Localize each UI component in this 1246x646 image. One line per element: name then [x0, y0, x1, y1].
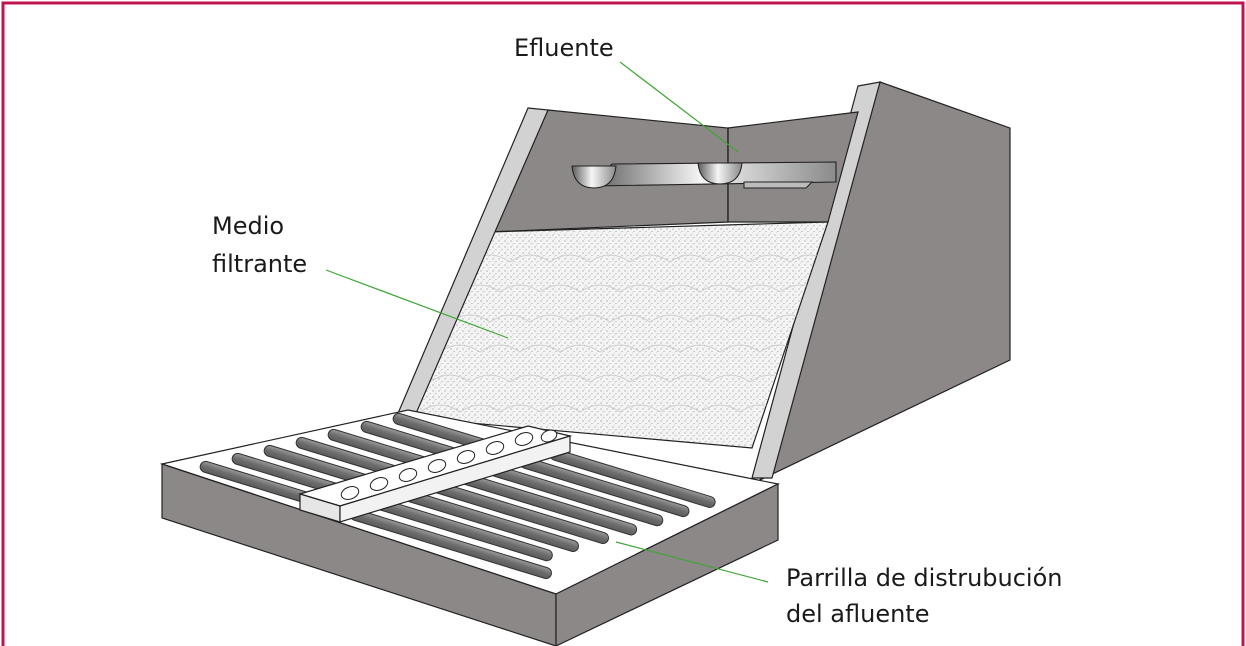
base-right — [555, 483, 779, 646]
effluent-trough-left — [571, 165, 617, 189]
grid-leader — [615, 541, 769, 583]
effluent-label: Efluente — [514, 34, 614, 62]
grid-label-line1: Parrilla de distrubución — [786, 564, 1062, 592]
grid-label-line2: del afluente — [786, 600, 929, 628]
effluent-channel-lip — [743, 181, 814, 189]
media-label-line2: filtrante — [212, 250, 307, 278]
distribution-pipes — [199, 412, 716, 580]
right-wall-edge — [751, 81, 881, 479]
media-scallops — [419, 254, 828, 413]
effluent-trough-right — [697, 162, 743, 185]
base-front — [161, 463, 557, 646]
distribution-manifold — [297, 425, 573, 523]
media-leader — [325, 269, 509, 339]
media-label-line1: Medio — [212, 212, 284, 240]
effluent-leader — [619, 61, 739, 153]
